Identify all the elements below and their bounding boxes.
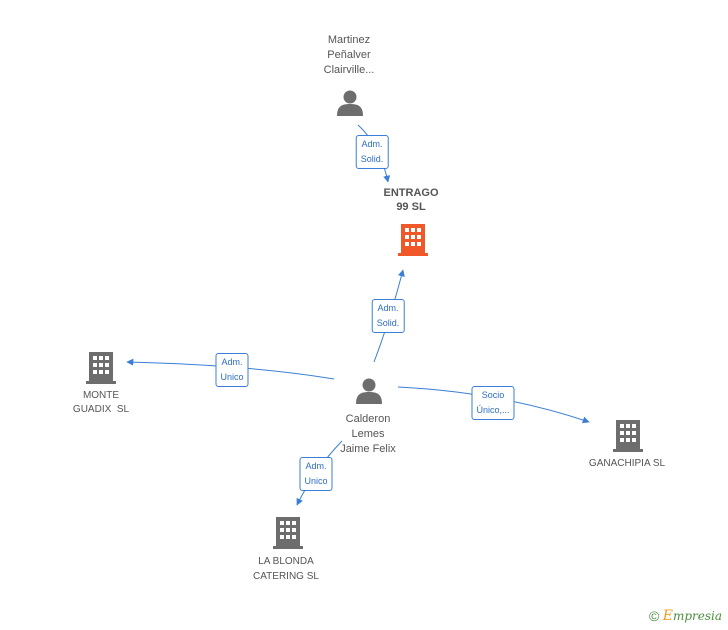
edge-label-calderon-entrago: Adm. Solid. (371, 299, 405, 333)
edge-label-calderon-monte: Adm. Unico (215, 353, 249, 387)
node-label-line: Martinez (327, 34, 371, 46)
building-icon[interactable] (273, 517, 303, 549)
edge-label-line: Socio (481, 390, 505, 400)
brand-initial: E (662, 608, 673, 624)
node-label-line: LA BLONDA (258, 556, 314, 567)
node-label-line: GANACHIPIA SL (588, 458, 666, 469)
building-icon[interactable] (613, 420, 643, 452)
building-icon-main[interactable] (398, 224, 428, 256)
node-label-line: Calderon (345, 413, 391, 425)
person-icon[interactable] (356, 378, 382, 405)
edge-label-line: Adm. (305, 461, 327, 471)
node-label-line: Peñalver (327, 49, 371, 61)
edge-label-calderon-ganachipia: Socio Único,... (471, 386, 515, 420)
node-label-line: Lemes (351, 428, 385, 440)
brand-rest: mpresia (672, 609, 722, 623)
edge-label-martinez-entrago: Adm. Solid. (355, 135, 389, 169)
edge-label-line: Adm. (221, 357, 243, 367)
node-label-monte-guadix[interactable]: MONTE GUADIX SL (73, 389, 129, 417)
edge-label-line: Adm. (377, 303, 399, 313)
edge-label-line: Solid. (376, 318, 400, 328)
node-label-ganachipia[interactable]: GANACHIPIA SL (589, 457, 665, 471)
edge-label-line: Adm. (361, 139, 383, 149)
node-label-line: 99 SL (396, 201, 426, 213)
edge-label-line: Unico (304, 476, 328, 486)
node-label-line: Jaime Felix (340, 443, 396, 455)
node-label-line: CATERING SL (253, 571, 319, 582)
node-label-calderon[interactable]: Calderon Lemes Jaime Felix (340, 412, 396, 457)
node-label-entrago[interactable]: ENTRAGO 99 SL (384, 186, 439, 214)
copyright-symbol: © (649, 608, 660, 624)
edge-label-line: Solid. (360, 154, 384, 164)
person-icon[interactable] (337, 90, 363, 117)
node-label-line: GUADIX SL (72, 404, 130, 415)
empresia-logo: Empresia (662, 608, 722, 624)
footer-branding[interactable]: © Empresia (649, 608, 722, 624)
edge-label-line: Único,... (476, 405, 510, 415)
node-label-line: ENTRAGO (383, 187, 439, 199)
node-label-martinez[interactable]: Martinez Peñalver Clairville... (324, 33, 375, 78)
edge-label-line: Unico (220, 372, 244, 382)
building-icon[interactable] (86, 352, 116, 384)
node-label-line: MONTE (82, 390, 120, 401)
edge-label-calderon-blonda: Adm. Unico (299, 457, 333, 491)
node-label-la-blonda[interactable]: LA BLONDA CATERING SL (253, 554, 319, 584)
node-label-line: Clairville... (323, 64, 375, 76)
